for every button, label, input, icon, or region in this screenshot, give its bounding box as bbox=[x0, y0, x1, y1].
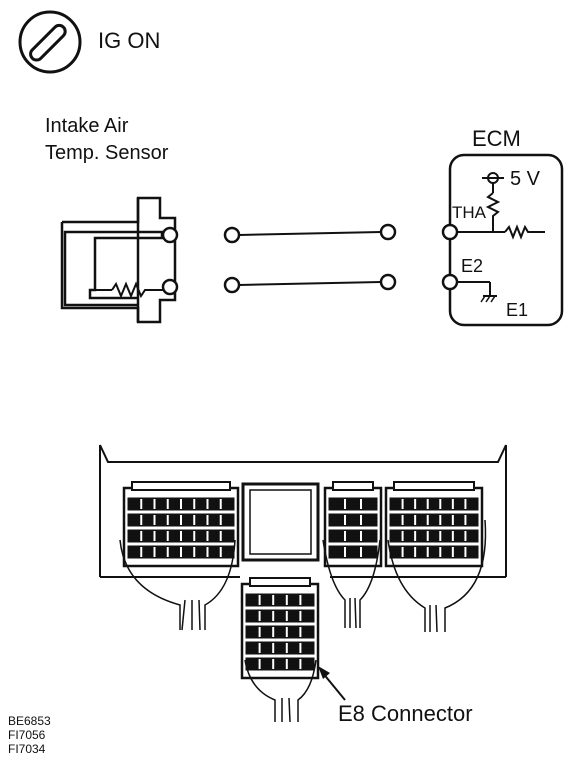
connector-block-1 bbox=[122, 481, 240, 568]
e8-pointer-arrow bbox=[318, 666, 346, 701]
ecm-title: ECM bbox=[472, 126, 521, 151]
harness-wires bbox=[223, 223, 397, 294]
ecm-e2-label: E2 bbox=[461, 256, 484, 276]
ignition-label: IG ON bbox=[98, 28, 161, 53]
figure-code-2: FI7056 bbox=[8, 728, 46, 742]
intake-air-temp-sensor bbox=[60, 196, 179, 324]
ecm-tha-label: THA bbox=[452, 203, 486, 222]
sensor-label-line1: Intake Air bbox=[45, 115, 129, 137]
e8-connector-label: E8 Connector bbox=[338, 701, 473, 726]
connector-block-e8 bbox=[240, 577, 320, 680]
ecm-unit bbox=[441, 153, 564, 327]
ecm-connector-panel bbox=[99, 444, 507, 578]
wire-bundles bbox=[119, 519, 487, 723]
thermistor-icon bbox=[111, 281, 165, 299]
connector-block-2 bbox=[323, 481, 383, 568]
ecm-voltage-label: 5 V bbox=[510, 168, 541, 190]
figure-code-3: FI7034 bbox=[8, 742, 46, 756]
connector-block-3 bbox=[384, 481, 484, 568]
sensor-label-line2: Temp. Sensor bbox=[45, 142, 169, 164]
ignition-key-icon bbox=[18, 10, 82, 74]
figure-code-1: BE6853 bbox=[8, 714, 51, 728]
ecm-e1-label: E1 bbox=[506, 300, 529, 320]
